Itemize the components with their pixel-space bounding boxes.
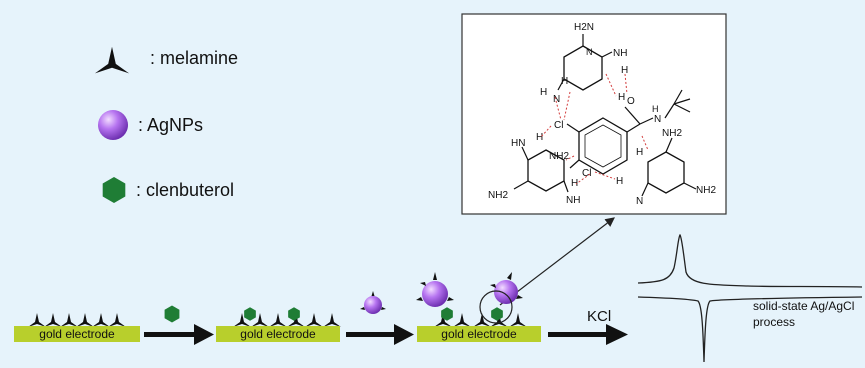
label-o: O [627, 96, 635, 107]
label-cl-top: Cl [554, 120, 563, 131]
clenbuterol-bound-2 [244, 307, 300, 321]
label-nh2-mid: NH2 [549, 151, 569, 162]
label-h-o: H [618, 92, 625, 103]
label-h-top: H [621, 65, 628, 76]
label-nh-top: NH [613, 48, 627, 59]
legend-agnps-label: : AgNPs [138, 115, 203, 135]
triazine-ring-bottom-right [647, 151, 685, 194]
label-h-left: H [540, 87, 547, 98]
label-h-nh-left: H [561, 76, 568, 87]
label-n-amine: N [654, 114, 661, 125]
electrode-label-3: gold electrode [441, 327, 517, 341]
arrow-step-1 [144, 324, 214, 345]
zoom-pointer-line [499, 217, 615, 306]
label-nh2-bl: NH2 [488, 190, 508, 201]
result-label-line2: process [753, 315, 795, 329]
label-h-amine: H [652, 104, 659, 114]
legend: : melamine : AgNPs : clenbuterol [94, 46, 238, 204]
electrode-stage-1: gold electrode [14, 313, 140, 342]
label-nh2-right-top: NH2 [662, 128, 682, 139]
label-h-mid: H [536, 132, 543, 143]
gold-electrode-1 [14, 326, 140, 342]
label-h2n-top: H2N [574, 22, 594, 33]
arrow-step-2 [346, 324, 414, 345]
label-h-right-n: H [636, 147, 643, 158]
clenbuterol-hexagon-reagent [164, 305, 180, 323]
agnp-reagent [360, 291, 386, 314]
melamine-row-1 [28, 313, 126, 327]
gold-electrode-2 [216, 326, 340, 342]
clenbuterol-legend-icon [102, 176, 126, 204]
label-n-br: N [636, 196, 643, 207]
label-nh2-right: NH2 [696, 185, 716, 196]
clenbuterol-bound-3 [441, 307, 503, 321]
gold-electrode-3 [417, 326, 541, 342]
label-nh-bl: NH [566, 195, 580, 206]
kcl-label: KCl [587, 308, 611, 325]
electrode-stage-2: gold electrode [216, 307, 341, 342]
electrode-stage-3: gold electrode [416, 272, 541, 342]
label-h-br: H [616, 176, 623, 187]
ring-n-label: N [586, 47, 593, 57]
agnp-bound-1 [416, 272, 454, 307]
agnp-bound-2 [490, 272, 523, 304]
label-h-bl: H [571, 178, 578, 189]
legend-clenbuterol-label: : clenbuterol [136, 180, 234, 200]
agnp-legend-icon [98, 110, 128, 140]
result-label-line1: solid-state Ag/AgCl [753, 299, 854, 313]
label-n-left: N [553, 94, 560, 105]
hydrogen-bonds [539, 73, 649, 185]
label-hn-mid: HN [511, 138, 525, 149]
voltammogram-trace [637, 233, 863, 363]
molecular-structure-box: H2N NH H H N H N H O N H Cl Cl NH2 HN H … [461, 13, 727, 215]
arrow-step-3 [548, 324, 628, 345]
electrode-label-2: gold electrode [240, 327, 316, 341]
melamine-legend-icon [94, 46, 130, 74]
legend-melamine-label: : melamine [150, 48, 238, 68]
electrode-label-1: gold electrode [39, 327, 115, 341]
zoom-circle [479, 290, 513, 324]
label-cl-bottom: Cl [582, 168, 591, 179]
